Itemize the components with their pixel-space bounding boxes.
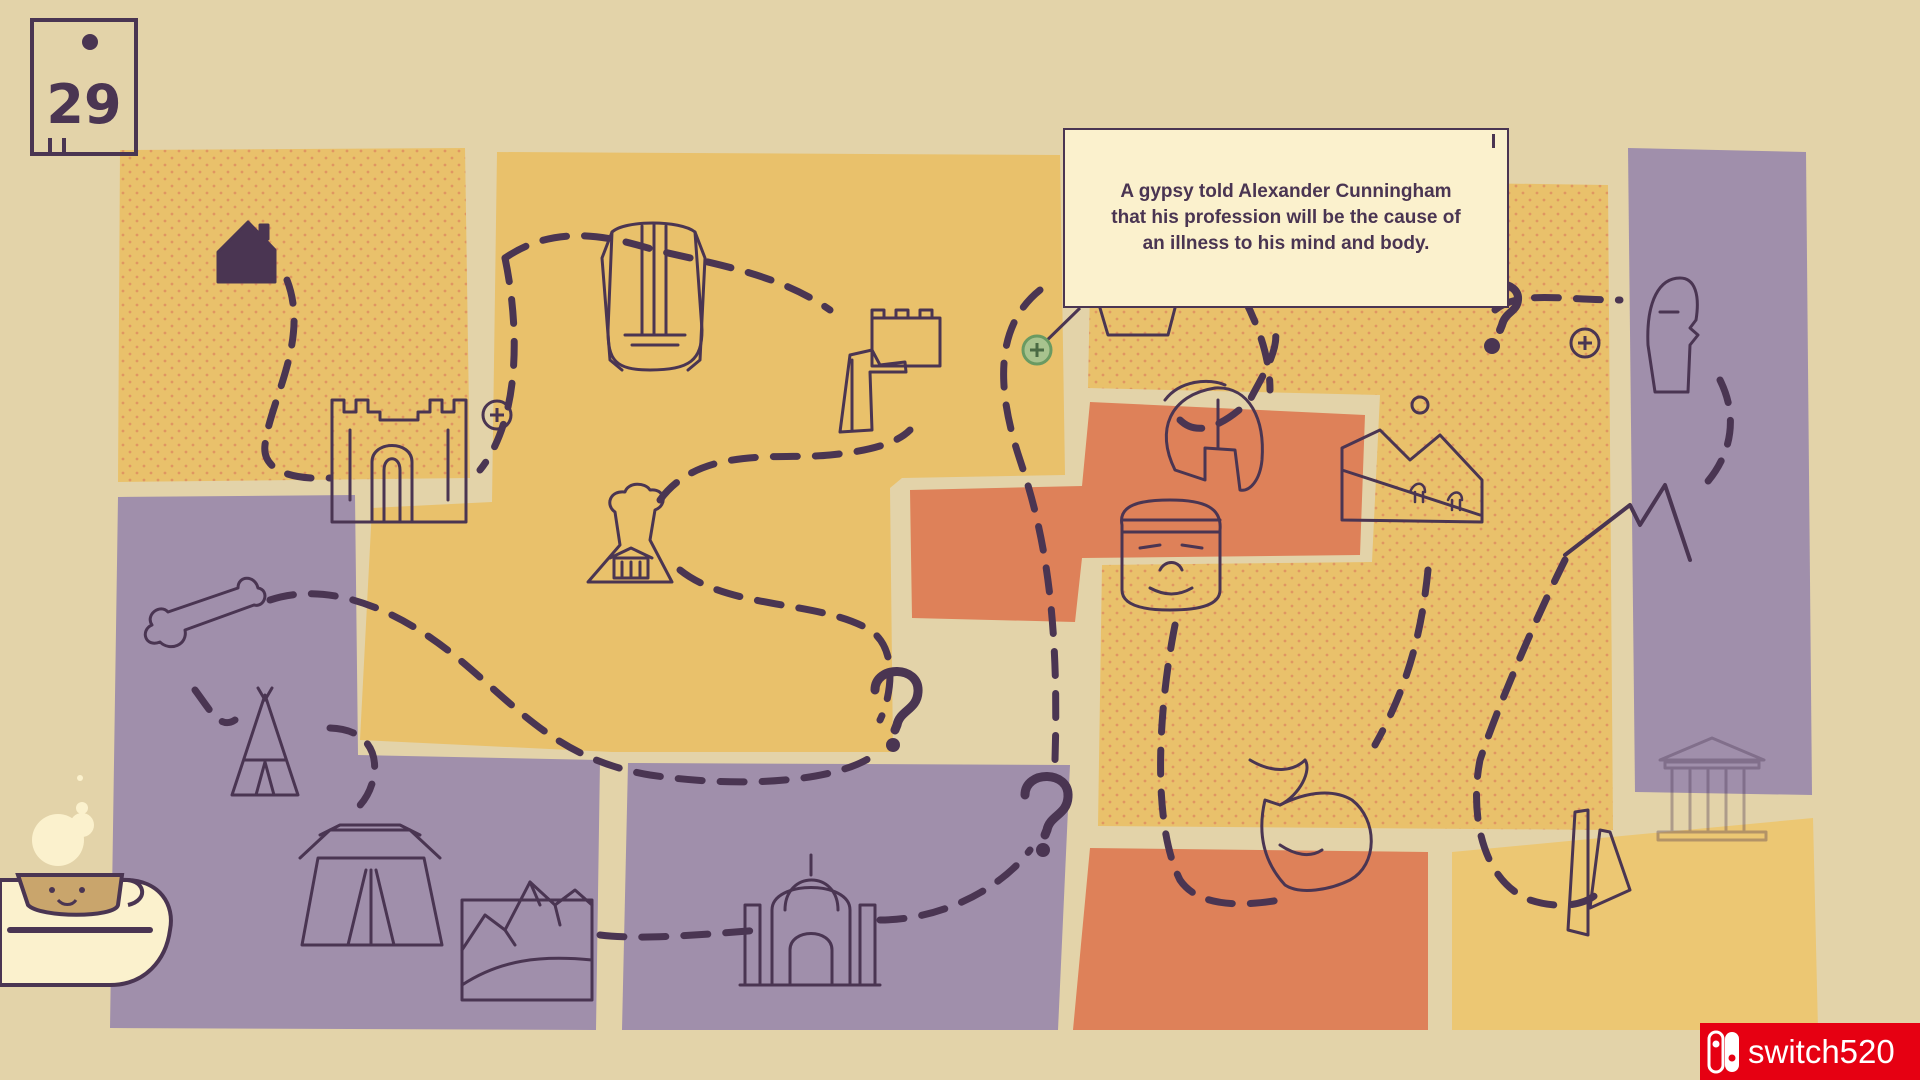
greek-temple-icon (1656, 736, 1768, 842)
empty-node[interactable] (1410, 395, 1430, 415)
bonus-nodes (481, 306, 1601, 431)
region-south-purple (622, 763, 1070, 1030)
spartan-helmet-icon[interactable] (1163, 379, 1264, 492)
tooltip-corner-mark (1492, 134, 1495, 148)
switch520-watermark: switch520 (1700, 1023, 1920, 1080)
tick-mark (62, 138, 66, 156)
event-tooltip: A gypsy told Alexander Cunningham that h… (1063, 128, 1509, 308)
mystery-node-1[interactable] (870, 667, 923, 752)
partial-icon-under-tooltip (1098, 306, 1177, 337)
great-wall-icon[interactable] (838, 308, 942, 434)
volcano-temple-icon[interactable] (586, 482, 674, 584)
moai-icon[interactable] (1646, 276, 1700, 394)
taj-mahal-icon[interactable] (738, 853, 882, 987)
current-location-marker[interactable] (1021, 306, 1082, 366)
region-west-purple (110, 495, 600, 1030)
region-south-orange (1073, 848, 1428, 1030)
day-counter: 29 (30, 18, 138, 156)
tooltip-text: A gypsy told Alexander Cunningham that h… (1111, 181, 1461, 254)
desert-camels-icon[interactable] (1340, 428, 1484, 524)
region-east-purple (1628, 148, 1812, 795)
region-central-yellow (360, 152, 1065, 752)
mountains-icon[interactable] (460, 880, 594, 1002)
teepee-icon[interactable] (230, 686, 300, 797)
region-east-yellow (1088, 180, 1613, 830)
day-number: 29 (46, 73, 122, 136)
home-icon[interactable] (216, 220, 277, 284)
nintendo-switch-logo-icon (1700, 1023, 1748, 1080)
bonus-node-1[interactable] (481, 399, 513, 431)
stone-pillars-icon[interactable] (1566, 808, 1632, 937)
tunic-icon[interactable] (600, 221, 707, 372)
bone-icon[interactable] (143, 576, 267, 649)
tick-mark (48, 138, 52, 156)
pin-icon (82, 34, 98, 50)
region-southeast-yellow (1452, 818, 1818, 1030)
region-northwest (118, 148, 470, 482)
tea-cup-icon[interactable] (0, 775, 173, 987)
castle-gate-icon[interactable] (330, 398, 468, 524)
bull-icon[interactable] (1248, 758, 1373, 892)
mountain-peak-icon[interactable] (1563, 483, 1692, 562)
mystery-node-2[interactable] (1020, 772, 1073, 857)
bonus-node-2[interactable] (1569, 327, 1601, 359)
watermark-label: switch520 (1748, 1033, 1895, 1070)
chinese-palace-icon[interactable] (298, 823, 444, 947)
olmec-head-icon[interactable] (1120, 498, 1222, 612)
travel-paths (191, 232, 1734, 941)
region-red-cross (910, 402, 1365, 622)
